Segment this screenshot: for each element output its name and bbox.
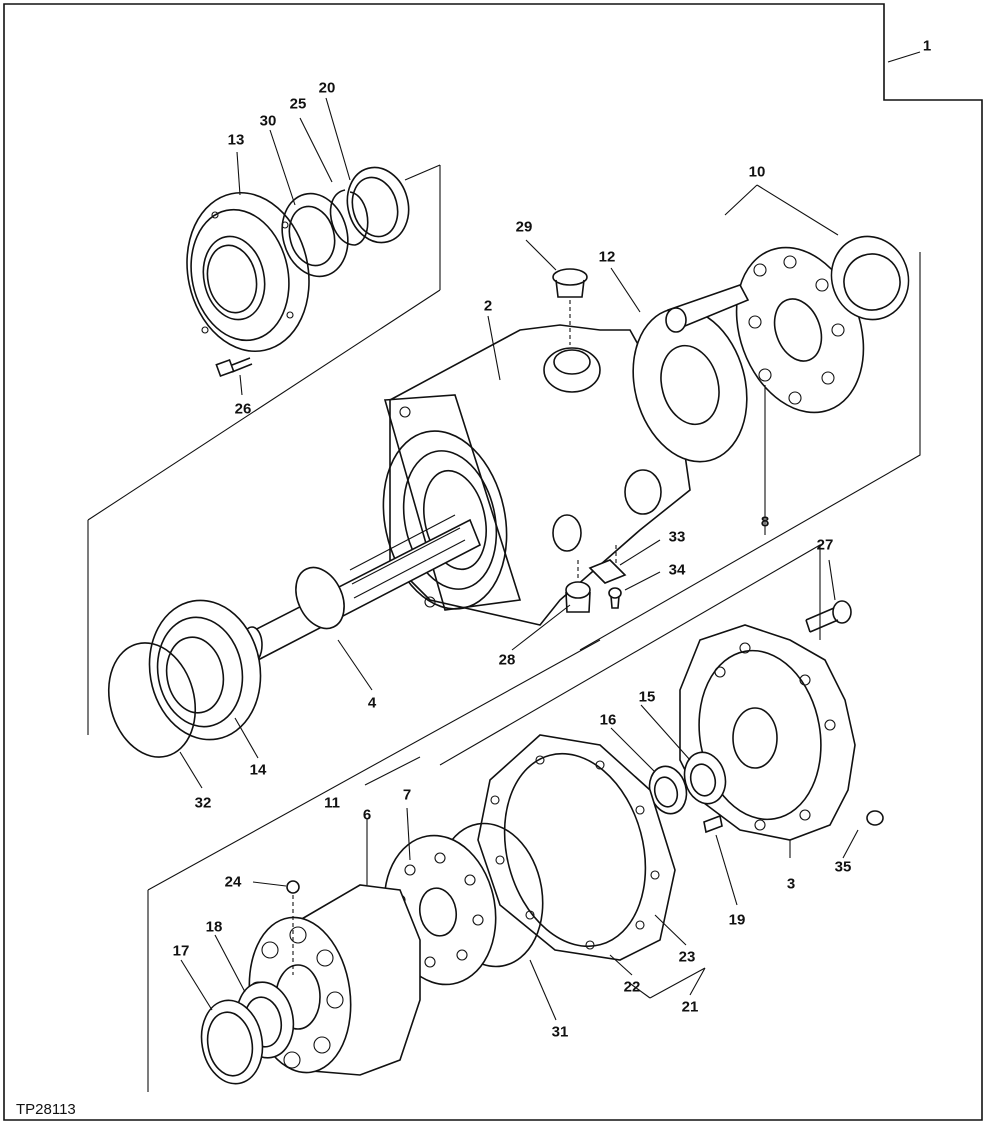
plug-28	[565, 581, 591, 613]
callout-28: 28	[498, 651, 516, 669]
bearing-plate-12	[632, 307, 748, 463]
callout-20: 20	[318, 79, 336, 97]
swash-ring-10	[830, 235, 910, 321]
callout-10: 10	[748, 163, 766, 181]
callout-23: 23	[678, 948, 696, 966]
callout-17: 17	[172, 942, 190, 960]
plug-29	[552, 268, 588, 298]
callout-19: 19	[728, 911, 746, 929]
callout-1: 1	[922, 37, 932, 55]
callout-34: 34	[668, 561, 686, 579]
callout-26: 26	[234, 400, 252, 418]
figure-code: TP28113	[16, 1101, 76, 1118]
callout-leaders	[179, 51, 921, 1021]
callout-21: 21	[681, 998, 699, 1016]
ref-line-11	[364, 756, 421, 786]
snap-ring-32	[107, 642, 197, 758]
shaft-seal-30	[281, 192, 349, 278]
pump-group-bracket	[439, 544, 821, 766]
callout-27: 27	[816, 536, 834, 554]
callout-22: 22	[623, 978, 641, 996]
needle-bearing-15	[683, 751, 727, 805]
gasket-22-23	[477, 734, 676, 961]
ring-20	[346, 166, 410, 244]
callout-29: 29	[515, 218, 533, 236]
callout-13: 13	[227, 131, 245, 149]
callout-2: 2	[483, 297, 493, 315]
callout-7: 7	[402, 786, 412, 804]
callout-24: 24	[224, 873, 242, 891]
callout-16: 16	[599, 711, 617, 729]
shaft-end-10	[665, 284, 750, 333]
cap-screw-26	[215, 357, 253, 378]
dowel-pin-19	[703, 814, 723, 834]
callout-14: 14	[249, 761, 267, 779]
callout-33: 33	[668, 528, 686, 546]
upper-group-bracket	[87, 165, 441, 735]
callout-32: 32	[194, 794, 212, 812]
callout-35: 35	[834, 858, 852, 876]
callout-25: 25	[289, 95, 307, 113]
screw-34	[608, 587, 622, 609]
callout-3: 3	[786, 875, 796, 893]
diagram-frame	[3, 3, 983, 1121]
cap-screw-27	[805, 600, 852, 633]
lower-group-bracket	[147, 639, 601, 1092]
roller-bearing-14	[148, 599, 262, 741]
plate-33	[588, 559, 627, 584]
seal-17	[200, 999, 264, 1085]
end-cover-3	[679, 624, 856, 841]
callout-15: 15	[638, 688, 656, 706]
top-seal-group-bracket	[404, 164, 441, 181]
callout-11: 11	[324, 794, 340, 812]
seal-flange-13	[186, 191, 310, 353]
snap-ring-25	[329, 189, 369, 246]
ball-24	[286, 880, 300, 894]
callout-8: 8	[760, 513, 770, 531]
callout-18: 18	[205, 918, 223, 936]
callout-4: 4	[367, 694, 377, 712]
callout-6: 6	[362, 806, 372, 824]
rear-group-bracket	[579, 252, 921, 651]
callout-12: 12	[598, 248, 616, 266]
callout-30: 30	[259, 112, 277, 130]
callout-31: 31	[551, 1023, 569, 1041]
plug-35	[866, 810, 884, 826]
